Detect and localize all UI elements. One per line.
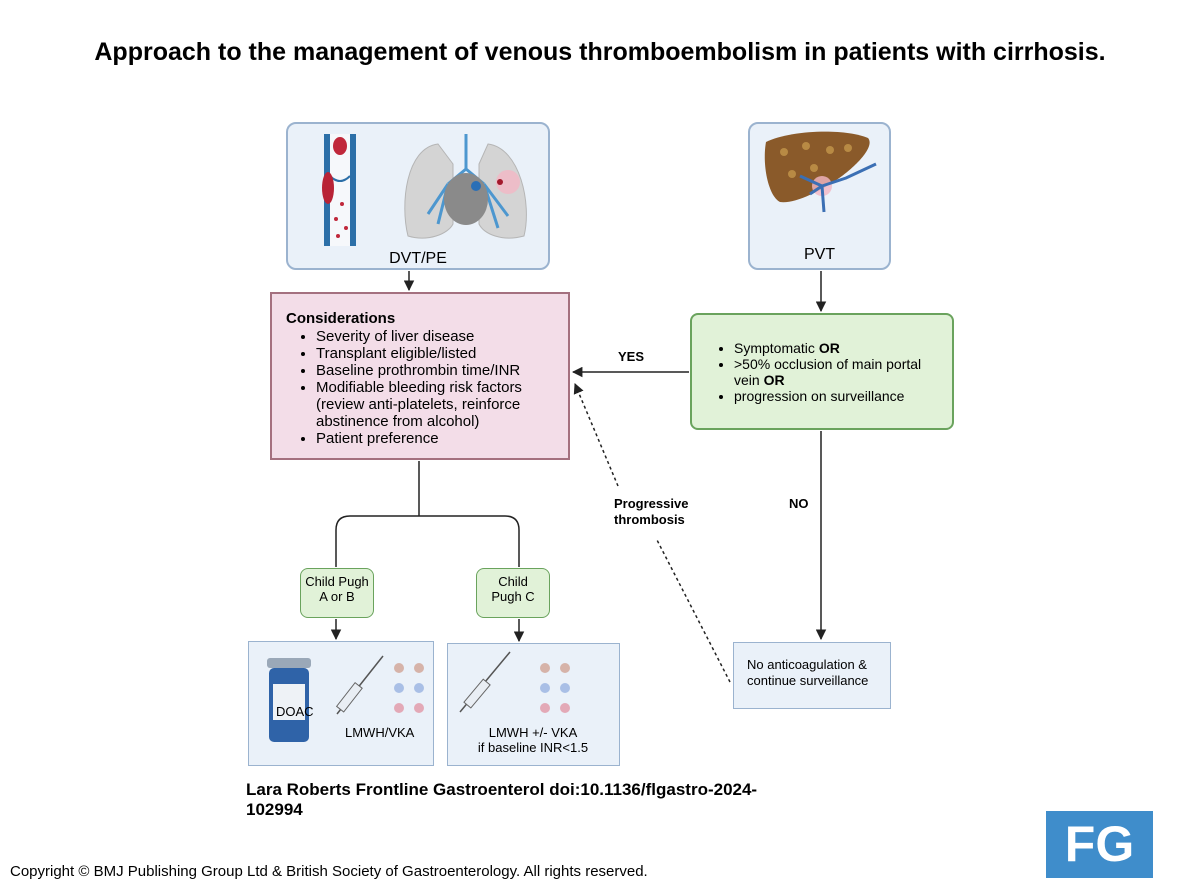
pills-icon: [394, 663, 424, 713]
progressive-line1: Progressive: [614, 496, 689, 511]
fg-logo: FG: [1046, 811, 1153, 878]
child-pugh-c-line2: Pugh C: [491, 589, 535, 604]
dotted-progressive-lower: [656, 539, 731, 683]
figure-title: Approach to the management of venous thr…: [94, 38, 1106, 66]
progressive-line2: thrombosis: [614, 512, 685, 527]
list-item: Transplant eligible/listed: [316, 345, 566, 362]
list-item: Modifiable bleeding risk factors (review…: [316, 379, 566, 430]
no-anticoagulation-line1: No anticoagulation &: [747, 657, 867, 672]
child-pugh-c-line1: Child: [498, 574, 528, 589]
considerations-list: Severity of liver disease Transplant eli…: [272, 328, 566, 447]
pills-icon: [540, 663, 570, 713]
vein-lungs-illustration: [322, 134, 527, 246]
child-pugh-c-box: Child Pugh C: [476, 568, 550, 618]
vein-icon: [322, 134, 356, 246]
liver-icon: [764, 131, 877, 213]
considerations-heading: Considerations: [286, 310, 396, 327]
branch-connector: [335, 461, 520, 567]
pvt-box: PVT: [748, 122, 891, 270]
dvt-pe-label: DVT/PE: [389, 250, 447, 267]
treatment-c-box: LMWH +/- VKA if baseline INR<1.5: [447, 643, 620, 766]
syringe-icon: [459, 651, 511, 713]
list-item: Symptomatic OR: [734, 340, 949, 356]
syringe-icon: [335, 655, 384, 715]
treatment-ab-illustration: [267, 655, 424, 742]
no-anticoagulation-line2: continue surveillance: [747, 673, 869, 688]
list-item: >50% occlusion of main portal vein OR: [734, 356, 949, 388]
list-item: Baseline prothrombin time/INR: [316, 362, 566, 379]
yes-label: YES: [618, 349, 645, 364]
no-label: NO: [789, 496, 809, 511]
liver-illustration: [764, 131, 877, 213]
source-citation: Lara Roberts Frontline Gastroenterol doi…: [246, 780, 758, 819]
progressive-thrombosis-label: Progressive thrombosis: [614, 496, 688, 528]
lmwh-vka-label: LMWH/VKA: [345, 725, 415, 740]
pvt-label: PVT: [803, 246, 836, 263]
child-pugh-ab-line2: A or B: [319, 589, 355, 604]
treatment-c-label: LMWH +/- VKA if baseline INR<1.5: [448, 725, 618, 755]
list-item: Patient preference: [316, 430, 566, 447]
treatment-c-line1: LMWH +/- VKA: [488, 725, 578, 740]
no-anticoagulation-box: No anticoagulation & continue surveillan…: [733, 642, 891, 709]
considerations-box: Considerations Severity of liver disease…: [270, 292, 570, 460]
treatment-ab-box: DOAC LMWH/VKA: [248, 641, 434, 766]
child-pugh-ab-line1: Child Pugh: [305, 574, 369, 589]
copyright-notice: Copyright © BMJ Publishing Group Ltd & B…: [10, 863, 648, 880]
child-pugh-ab-box: Child Pugh A or B: [300, 568, 374, 618]
lungs-icon: [404, 134, 527, 239]
dotted-progressive-upper: [573, 383, 619, 487]
criteria-list: Symptomatic OR >50% occlusion of main po…: [692, 340, 949, 404]
list-item: Severity of liver disease: [316, 328, 566, 345]
list-item: progression on surveillance: [734, 388, 949, 404]
dvt-pe-box: DVT/PE: [286, 122, 550, 270]
pvt-criteria-box: Symptomatic OR >50% occlusion of main po…: [690, 313, 954, 430]
doac-label: DOAC: [276, 704, 314, 719]
treatment-c-illustration: [459, 651, 570, 713]
treatment-c-line2: if baseline INR<1.5: [477, 740, 589, 755]
doac-bottle-icon: [267, 658, 311, 742]
